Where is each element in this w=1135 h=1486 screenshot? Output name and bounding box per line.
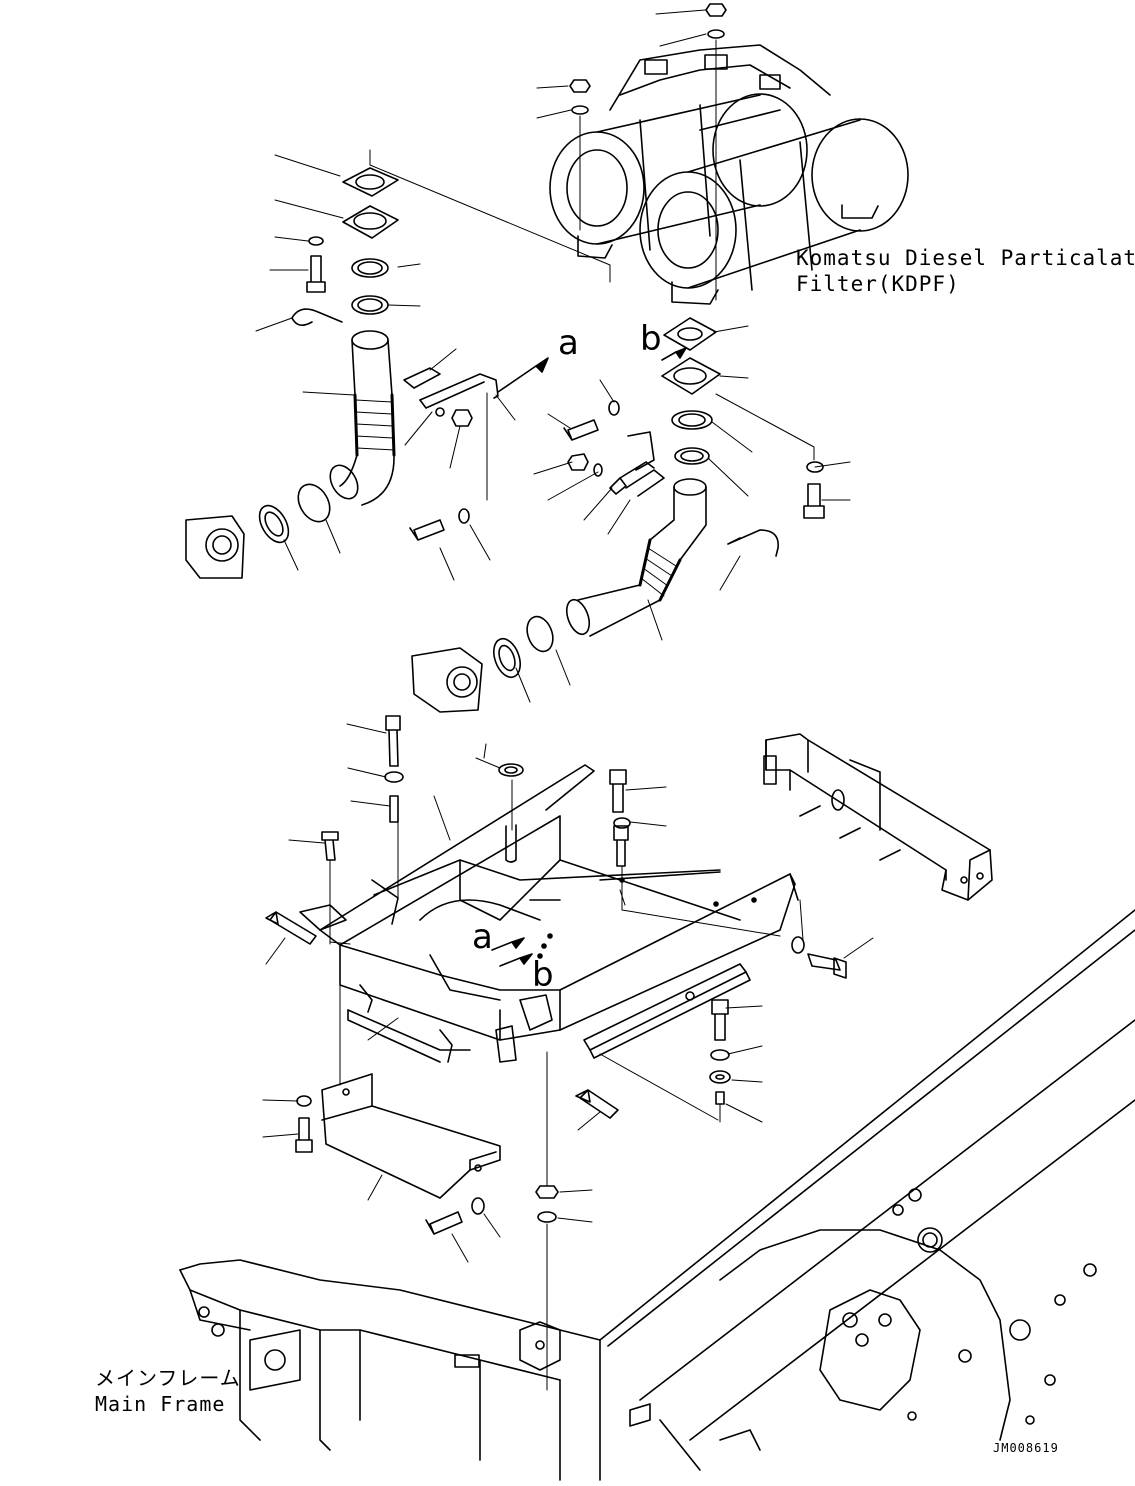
lower-cover (295, 1073, 559, 1235)
reference-arrows (491, 347, 687, 967)
drawing-code: JM008619 (993, 1441, 1059, 1455)
kdpf-label-line1: Komatsu Diesel Particalate (796, 246, 1135, 270)
ref-label-b-frame: b (532, 955, 554, 995)
ref-label-a-frame: a (472, 917, 493, 957)
kdpf-top-hardware (536, 3, 727, 301)
reference-cross-member (763, 733, 993, 901)
left-exhaust-pipe-assembly (185, 167, 499, 579)
main-frame (179, 909, 1135, 1481)
ref-label-b-top: b (640, 319, 662, 359)
leader-lines-right-pipe (515, 325, 851, 703)
mount-frame (265, 715, 799, 1119)
leader-lines-frame (262, 723, 874, 1391)
frame-right-hardware (709, 936, 847, 1105)
main-frame-label-en: Main Frame (95, 1392, 226, 1416)
leader-lines-left-pipe (255, 149, 611, 581)
kdpf-label-line2: Filter(KDPF) (796, 272, 960, 296)
main-frame-label-jp: メインフレーム (95, 1366, 241, 1390)
kdpf-assembly (549, 44, 909, 305)
ref-label-a-top: a (558, 323, 579, 363)
